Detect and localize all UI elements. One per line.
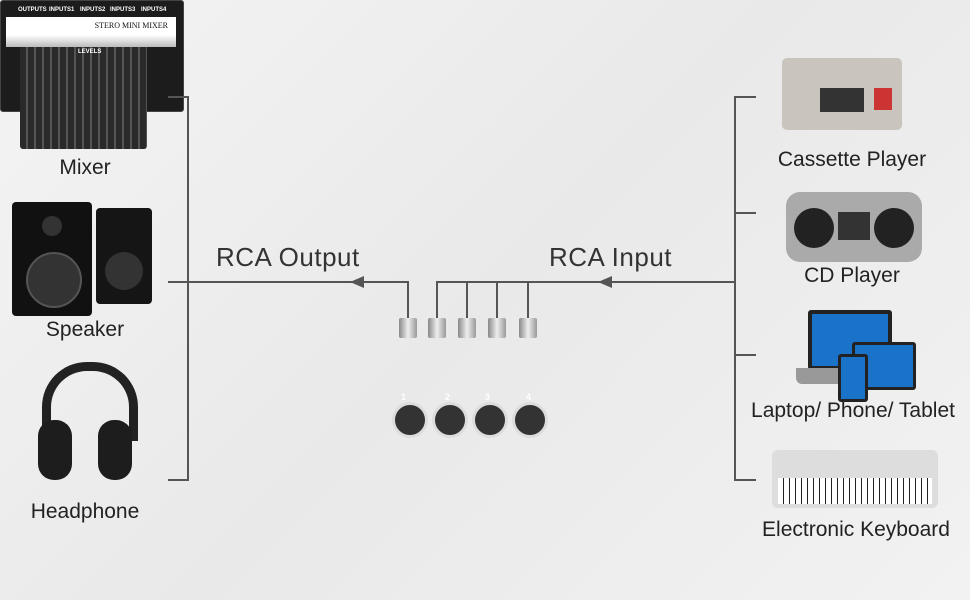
device-label: Headphone [30, 500, 140, 523]
rca-output-label: RCA Output [216, 242, 360, 272]
input-drop [496, 281, 498, 321]
port-label: INPUTS3 [110, 7, 136, 13]
knob-number: 2 [445, 392, 451, 402]
mixer-title-band: STERO MINI MIXER [6, 17, 176, 47]
input-jack [428, 318, 446, 338]
phone-image [838, 354, 868, 402]
port-label: INPUTS2 [80, 7, 106, 13]
input-drop [527, 281, 529, 321]
knob-number: 4 [526, 392, 532, 402]
knob-number: 1 [401, 392, 407, 402]
right-bracket [734, 96, 736, 481]
connector [168, 96, 188, 98]
level-knob-4[interactable] [512, 402, 548, 438]
input-drop [436, 281, 438, 321]
left-bracket [187, 96, 189, 481]
connector [734, 354, 756, 356]
mixer-title: STERO MINI MIXER [94, 21, 168, 30]
output-jack [399, 318, 417, 338]
connector [734, 212, 756, 214]
output-line [168, 281, 409, 283]
input-arrow [598, 276, 612, 288]
input-jack [488, 318, 506, 338]
port-label: INPUTS1 [49, 7, 75, 13]
keyboard-image [772, 450, 938, 508]
device-label: Cassette Player [777, 148, 927, 171]
connector [168, 479, 188, 481]
connector [734, 96, 756, 98]
knob-number: 3 [485, 392, 491, 402]
input-jack [458, 318, 476, 338]
level-knob-2[interactable] [432, 402, 468, 438]
input-jack [519, 318, 537, 338]
connector [734, 479, 756, 481]
device-label: Mixer [59, 156, 111, 179]
level-knob-1[interactable] [392, 402, 428, 438]
device-label: Electronic Keyboard [762, 518, 950, 541]
input-drop [466, 281, 468, 321]
rca-input-label: RCA Input [549, 242, 673, 272]
port-label: OUTPUTS [18, 7, 47, 13]
output-drop [407, 281, 409, 321]
output-arrow [350, 276, 364, 288]
device-label: Laptop/ Phone/ Tablet [751, 399, 955, 422]
level-knob-3[interactable] [472, 402, 508, 438]
device-label: CD Player [804, 264, 900, 287]
port-label: INPUTS4 [141, 7, 167, 13]
speaker-image [12, 202, 92, 316]
speaker-image [96, 208, 152, 304]
cassette-player-image [782, 58, 902, 130]
input-line [436, 281, 736, 283]
cd-player-image [786, 192, 922, 262]
mixer-console-image [20, 42, 147, 149]
headphone-image [38, 362, 138, 492]
device-label: Speaker [45, 318, 125, 341]
levels-label: LEVELS [78, 49, 102, 55]
